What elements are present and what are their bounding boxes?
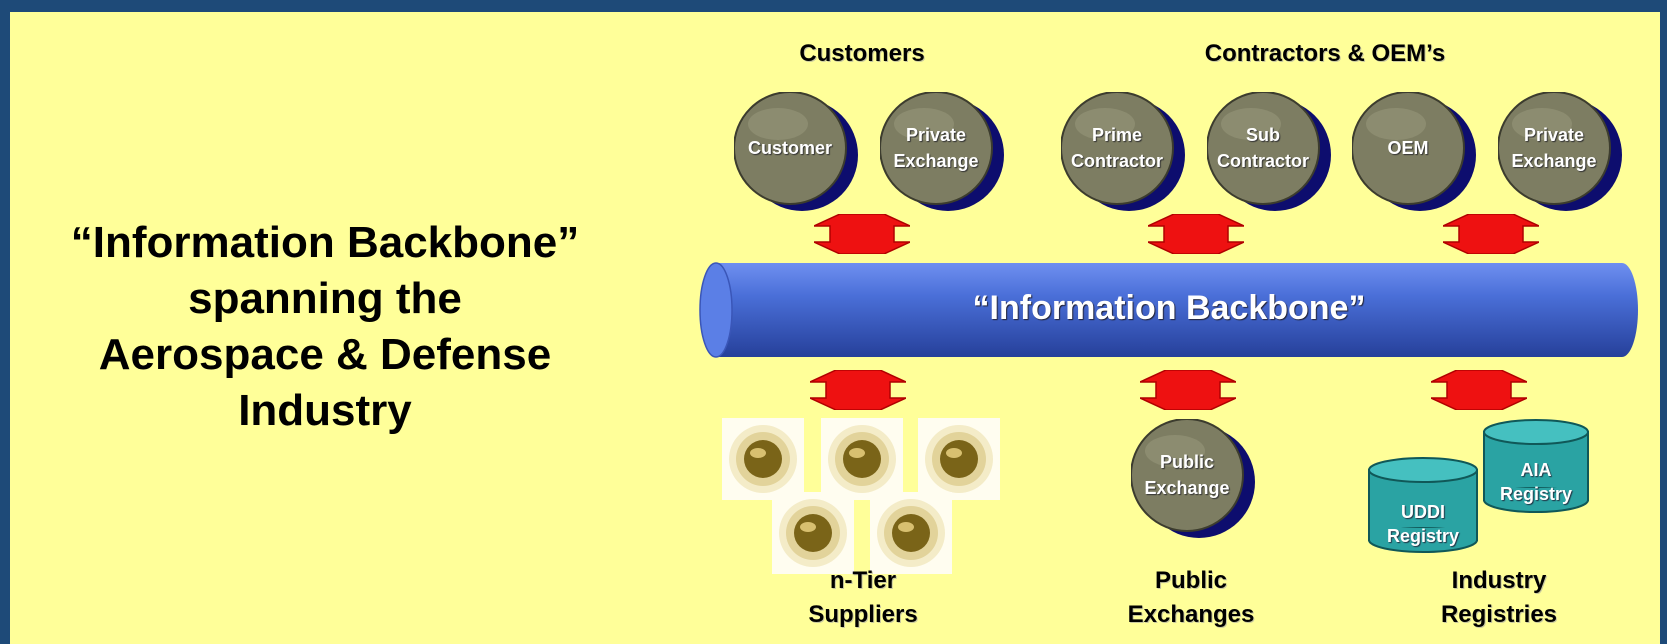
registry-label-line: Registry: [1499, 484, 1573, 504]
double-arrow-icon: [1140, 370, 1236, 410]
node-prime-contractor: Prime Contractor: [1060, 91, 1201, 227]
group-label-line: Exchanges: [1127, 601, 1255, 628]
registry-label-line: AIA: [1520, 460, 1552, 480]
double-arrow-icon: [1431, 370, 1527, 410]
group-label-line: Public: [1154, 567, 1227, 594]
group-label-customers: Customers: [799, 40, 925, 67]
group-label-contractors: Contractors & OEM’s: [1204, 40, 1446, 67]
uddi-registry-database-icon: [1368, 457, 1478, 553]
sphere-icon: [879, 91, 1004, 211]
node-label-line: Customer: [747, 138, 832, 158]
registry-label-line: UDDI: [1401, 502, 1445, 522]
node-oem: OEM: [1351, 91, 1492, 227]
node-customer: Customer: [733, 91, 874, 227]
node-label-line: Exchange: [893, 151, 979, 171]
backbone-pipe: [699, 262, 1638, 358]
supplier-orb-icon: [772, 492, 854, 574]
node-private-exchange-contractors: Private Exchange: [1497, 91, 1638, 227]
double-arrow-icon: [810, 370, 906, 410]
group-label-public-exchanges: Public Exchanges: [1091, 564, 1291, 632]
double-arrow-icon: [1148, 214, 1244, 254]
supplier-orb-icon: [918, 418, 1000, 500]
supplier-orb-icon: [722, 418, 804, 500]
group-label-suppliers: n-Tier Suppliers: [763, 564, 963, 632]
sphere-icon: [1351, 91, 1476, 211]
sphere-icon: [1060, 91, 1185, 211]
title-line-4: Industry: [238, 386, 412, 435]
node-label-line: Public: [1159, 452, 1214, 472]
group-label-line: Registries: [1440, 601, 1558, 628]
node-label-line: Private: [905, 125, 967, 145]
sphere-icon: [1206, 91, 1331, 211]
double-arrow-icon: [1443, 214, 1539, 254]
node-label-line: Exchange: [1144, 478, 1230, 498]
title-line-1: “Information Backbone”: [70, 218, 580, 267]
node-label-line: Prime: [1091, 125, 1143, 145]
node-label-line: Exchange: [1511, 151, 1597, 171]
sphere-icon: [1130, 418, 1255, 538]
group-label-registries: Industry Registries: [1399, 564, 1599, 632]
node-label-line: Private: [1523, 125, 1585, 145]
sphere-icon: [1497, 91, 1622, 211]
uddi-registry-label: UDDI Registry: [1369, 500, 1477, 548]
group-label-line: Industry: [1451, 567, 1547, 594]
backbone-label: “Information Backbone”: [972, 289, 1366, 327]
node-label-line: OEM: [1387, 138, 1429, 158]
node-sub-contractor: Sub Contractor: [1206, 91, 1347, 227]
node-label-line: Contractor: [1216, 151, 1309, 171]
registry-label-line: Registry: [1386, 526, 1460, 546]
group-label-line: Suppliers: [808, 601, 918, 628]
sphere-icon: [733, 91, 858, 211]
title-line-2: spanning the: [188, 274, 462, 323]
supplier-orb-icon: [870, 492, 952, 574]
node-label-line: Contractor: [1070, 151, 1163, 171]
aia-registry-database-icon: [1483, 419, 1589, 513]
node-public-exchange: Public Exchange: [1130, 418, 1271, 554]
supplier-orb-icon: [821, 418, 903, 500]
slide-title: “Information Backbone” spanning the Aero…: [30, 215, 620, 439]
title-line-3: Aerospace & Defense: [98, 330, 552, 379]
node-private-exchange-customers: Private Exchange: [879, 91, 1020, 227]
group-label-line: n-Tier: [829, 567, 897, 594]
node-label-line: Sub: [1246, 125, 1280, 145]
double-arrow-icon: [814, 214, 910, 254]
aia-registry-label: AIA Registry: [1484, 458, 1588, 506]
